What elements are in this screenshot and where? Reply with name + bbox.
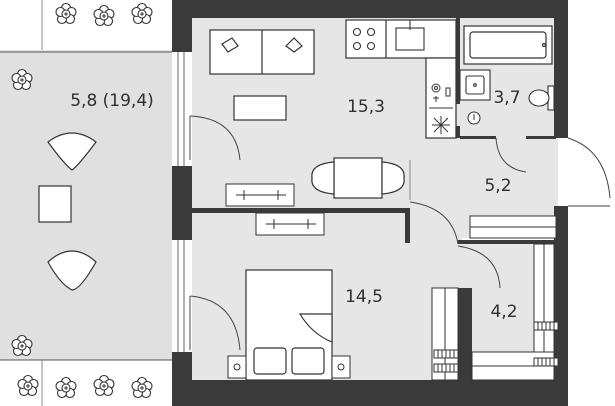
stove-icon (352, 27, 376, 51)
living-room-area-label: 15,3 (347, 97, 385, 117)
sofa-icon (209, 29, 315, 75)
terrace-area-label: 5,8 (19,4) (70, 91, 154, 111)
hallway-area-label: 5,2 (484, 176, 511, 196)
bed-icon (245, 269, 333, 381)
bathroom-area-label: 3,7 (493, 88, 520, 108)
nightstands (227, 355, 351, 379)
terrace-floor (0, 50, 172, 360)
sink-icon (395, 20, 425, 51)
coffee-table (233, 95, 287, 121)
bathtub-icon (463, 25, 553, 65)
radiator-icon (225, 183, 325, 236)
toilet-icon (528, 85, 555, 111)
windows (177, 52, 185, 352)
washer-icon (467, 111, 481, 125)
table-icon (311, 157, 405, 199)
walls (172, 0, 568, 406)
doors (189, 115, 611, 351)
bath-sink (459, 69, 491, 101)
closet-area-label: 4,2 (490, 302, 517, 322)
terrace-furniture (38, 132, 97, 291)
bedroom-area-label: 14,5 (345, 287, 383, 307)
appliance-icons (429, 83, 453, 134)
